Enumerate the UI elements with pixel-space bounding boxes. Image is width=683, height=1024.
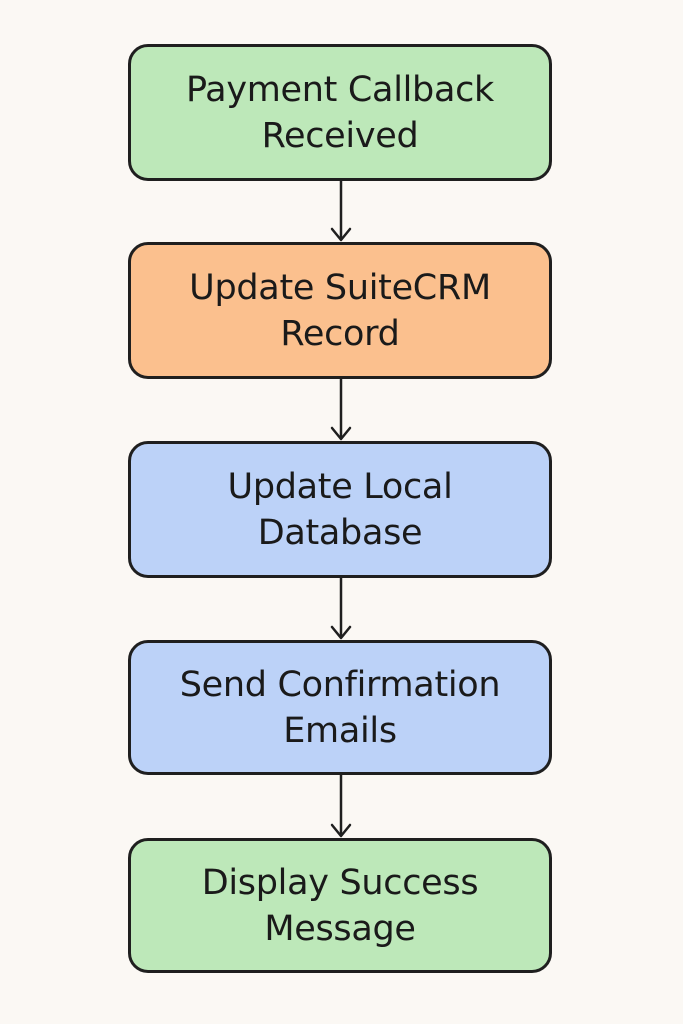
- arrow-1-to-2: [330, 181, 352, 242]
- step-payment-callback-received: Payment Callback Received: [128, 44, 552, 181]
- step-update-local-database: Update Local Database: [128, 441, 552, 578]
- step-display-success-message: Display Success Message: [128, 838, 552, 973]
- step-update-suitecrm-record: Update SuiteCRM Record: [128, 242, 552, 379]
- step-send-confirmation-emails: Send Confirmation Emails: [128, 640, 552, 775]
- step-label: Update SuiteCRM Record: [189, 267, 491, 354]
- step-label: Display Success Message: [201, 862, 479, 949]
- step-label: Send Confirmation Emails: [179, 664, 501, 751]
- step-label: Update Local Database: [227, 466, 453, 553]
- step-label: Payment Callback Received: [185, 69, 495, 156]
- arrow-2-to-3: [330, 379, 352, 441]
- arrow-3-to-4: [330, 578, 352, 640]
- arrow-4-to-5: [330, 775, 352, 838]
